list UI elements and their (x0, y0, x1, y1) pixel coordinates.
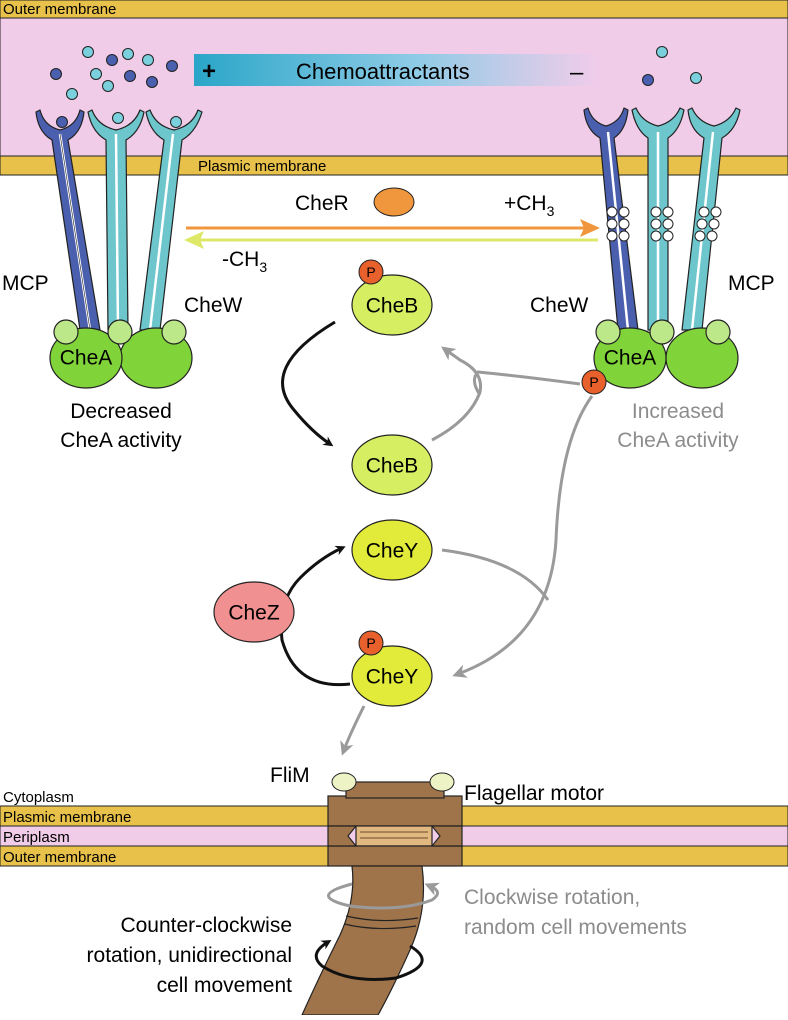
outer-membrane-bottom-label: Outer membrane (3, 849, 116, 866)
left-chew-label: CheW (184, 294, 243, 317)
cheb-phosphorylated-label: CheB (366, 295, 419, 318)
plasmic-membrane-bottom-label: Plasmic membrane (3, 809, 131, 826)
right-mcp-label: MCP (728, 272, 775, 295)
chey-to-motor-arrow (340, 705, 366, 756)
chey-unphosphorylated (351, 519, 433, 581)
bound-ligands-left (56, 112, 182, 128)
plasmic-membrane-top-label: Plasmic membrane (198, 158, 326, 175)
left-state-line1: Decreased (70, 400, 172, 423)
ccw-line2: rotation, unidirectional (87, 944, 292, 967)
left-state-line2: CheA activity (60, 429, 182, 452)
counter-clockwise-rotation-arrow (314, 939, 424, 981)
outer-membrane-top-label: Outer membrane (3, 1, 116, 18)
cher-label: CheR (295, 192, 349, 215)
cw-line2: random cell movements (464, 916, 687, 939)
cheb-dephosphorylation-arrow (281, 320, 336, 447)
chez-protein (213, 581, 295, 643)
cheb-unphosphorylated-label: CheB (366, 455, 419, 478)
chemoattractants-label: Chemoattractants (296, 59, 470, 84)
cytoplasm-label: Cytoplasm (3, 789, 74, 806)
right-chea-phosphate (581, 369, 607, 395)
right-chew-label: CheW (530, 294, 589, 317)
chey-phosphorylated-label: CheY (366, 666, 419, 689)
methylation-arrowhead (580, 219, 600, 237)
phospho-transfer-to-cheb-arrow (473, 370, 581, 396)
cheb-phosphate-label: P (366, 264, 375, 280)
chemoattractant-gradient-bar (194, 54, 598, 86)
cheb-return-gray-curve (431, 346, 483, 442)
left-mcp-receptors (35, 109, 203, 331)
flim-label: FliM (270, 764, 310, 787)
cher-protein (373, 187, 415, 217)
right-chea-phosphate-label: P (589, 374, 598, 390)
demethylation-arrowhead (184, 231, 204, 249)
ccw-line1: Counter-clockwise (120, 914, 292, 937)
flim-right (429, 772, 455, 792)
methyl-groups-right (606, 206, 722, 242)
clockwise-rotation-arrow (327, 882, 441, 910)
flagellum-bands (343, 915, 419, 930)
gradient-plus-sign: + (202, 58, 216, 85)
gradient-minus-sign: – (570, 59, 584, 86)
chey-unphosphorylated-label: CheY (366, 540, 419, 563)
flagellar-motor (327, 781, 463, 867)
cheb-phosphate (358, 259, 384, 285)
right-chea-complex (593, 319, 739, 389)
cheb-unphosphorylated (351, 434, 433, 496)
outer-membrane-top (0, 0, 788, 19)
chey-phosphate-label: P (366, 635, 375, 651)
chez-label: CheZ (228, 602, 280, 625)
chey-gray-merge-curve (441, 548, 550, 601)
left-chea-complex (49, 319, 193, 389)
ccw-line3: cell movement (157, 974, 293, 997)
ligand-molecules-right (642, 46, 702, 86)
right-state-line1: Increased (632, 400, 724, 423)
plasmic-membrane-top (0, 155, 788, 176)
chey-phosphorylated (351, 645, 433, 707)
cw-line1: Clockwise rotation, (464, 886, 640, 909)
ligand-molecules-left (50, 46, 178, 100)
add-methyl-label: +CH3 (504, 192, 555, 219)
flim-left (331, 772, 357, 792)
right-mcp-receptors (583, 107, 741, 331)
flagellar-motor-label: Flagellar motor (464, 782, 604, 805)
periplasm-bottom-label: Periplasm (3, 829, 70, 846)
flagellum (301, 865, 425, 1016)
left-chea-label: CheA (60, 347, 113, 370)
cheb-phosphorylated (351, 274, 433, 336)
phospho-transfer-to-chey-arrow (452, 395, 594, 678)
right-chea-label: CheA (604, 347, 657, 370)
left-mcp-label: MCP (2, 272, 49, 295)
right-state-line2: CheA activity (617, 429, 739, 452)
remove-methyl-label: -CH3 (222, 248, 267, 275)
chey-phosphate (358, 630, 384, 656)
